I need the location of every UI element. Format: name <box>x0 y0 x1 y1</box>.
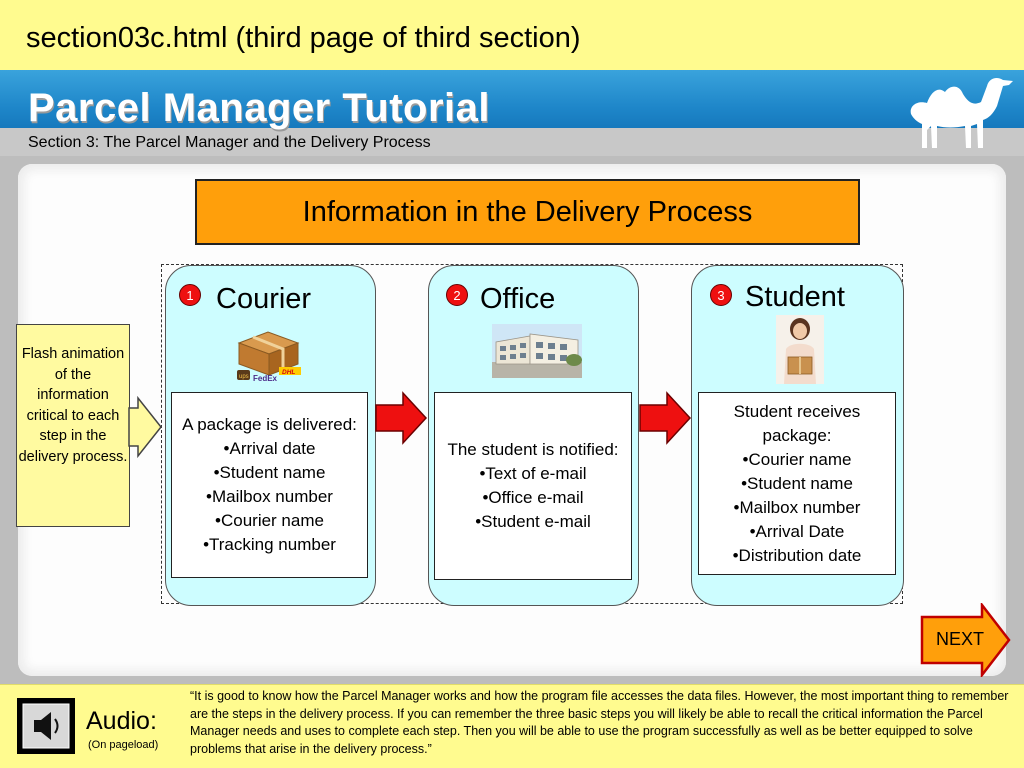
audio-sublabel: (On pageload) <box>88 739 159 751</box>
info-line: •Student e-mail <box>475 512 591 531</box>
fedex-logo-text: FedEx <box>253 374 278 383</box>
heading-box: Information in the Delivery Process <box>195 179 860 245</box>
package-icon: ups FedEx DHL <box>237 331 301 383</box>
info-line: •Distribution date <box>732 545 862 565</box>
info-box-student: Student receives package: •Courier name … <box>698 392 896 575</box>
column-title-courier: Courier <box>216 283 312 315</box>
office-building-icon <box>492 324 582 378</box>
footer-divider <box>0 684 1024 685</box>
info-lines: Student receives package: •Courier name … <box>699 400 895 568</box>
speaker-icon <box>22 703 70 749</box>
audio-play-button[interactable] <box>17 698 75 754</box>
page-title: section03c.html (third page of third sec… <box>26 22 581 54</box>
info-line: A package is delivered: <box>182 415 357 434</box>
column-title-office: Office <box>480 283 556 315</box>
info-line: •Student name <box>741 473 853 493</box>
arrow-right-icon <box>375 391 428 445</box>
ups-logo <box>237 370 250 380</box>
step-number-badge: 3 <box>710 284 732 306</box>
info-line: •Arrival date <box>223 439 316 458</box>
info-line: •Office e-mail <box>482 488 584 507</box>
student-photo-icon <box>776 315 824 384</box>
info-line: •Courier name <box>215 511 324 530</box>
flash-note: Flash animation of the information criti… <box>16 324 130 527</box>
next-button[interactable] <box>920 603 1012 677</box>
info-lines: The student is notified: •Text of e-mail… <box>435 438 631 534</box>
info-box-office: The student is notified: •Text of e-mail… <box>434 392 632 580</box>
info-line: •Tracking number <box>203 535 336 554</box>
column-title-student: Student <box>745 281 845 313</box>
info-line: •Mailbox number <box>206 487 333 506</box>
section-subtitle: Section 3: The Parcel Manager and the De… <box>28 134 431 151</box>
info-line: The student is notified: <box>447 440 619 459</box>
narration-quote: “It is good to know how the Parcel Manag… <box>190 689 1009 756</box>
info-line: •Text of e-mail <box>479 464 587 483</box>
camel-logo-icon <box>910 78 1013 148</box>
info-box-courier: A package is delivered: •Arrival date •S… <box>171 392 368 578</box>
heading-text: Information in the Delivery Process <box>302 195 753 228</box>
dhl-logo <box>279 367 301 375</box>
dhl-logo-text: DHL <box>282 369 295 376</box>
arrow-right-icon <box>639 391 692 445</box>
callout-pointer-icon <box>128 396 162 458</box>
step-number-badge: 2 <box>446 284 468 306</box>
section-bar <box>0 128 1024 156</box>
info-lines: A package is delivered: •Arrival date •S… <box>172 413 367 557</box>
step-number-badge: 1 <box>179 284 201 306</box>
info-line: •Student name <box>213 463 326 482</box>
info-line: •Mailbox number <box>733 497 861 517</box>
info-line: •Courier name <box>742 449 852 469</box>
audio-label: Audio: <box>86 707 157 735</box>
info-line: •Arrival Date <box>749 521 845 541</box>
ups-logo-text: ups <box>239 374 249 380</box>
tutorial-title: Parcel Manager Tutorial <box>28 86 491 130</box>
info-line: Student receives package: <box>733 401 861 445</box>
